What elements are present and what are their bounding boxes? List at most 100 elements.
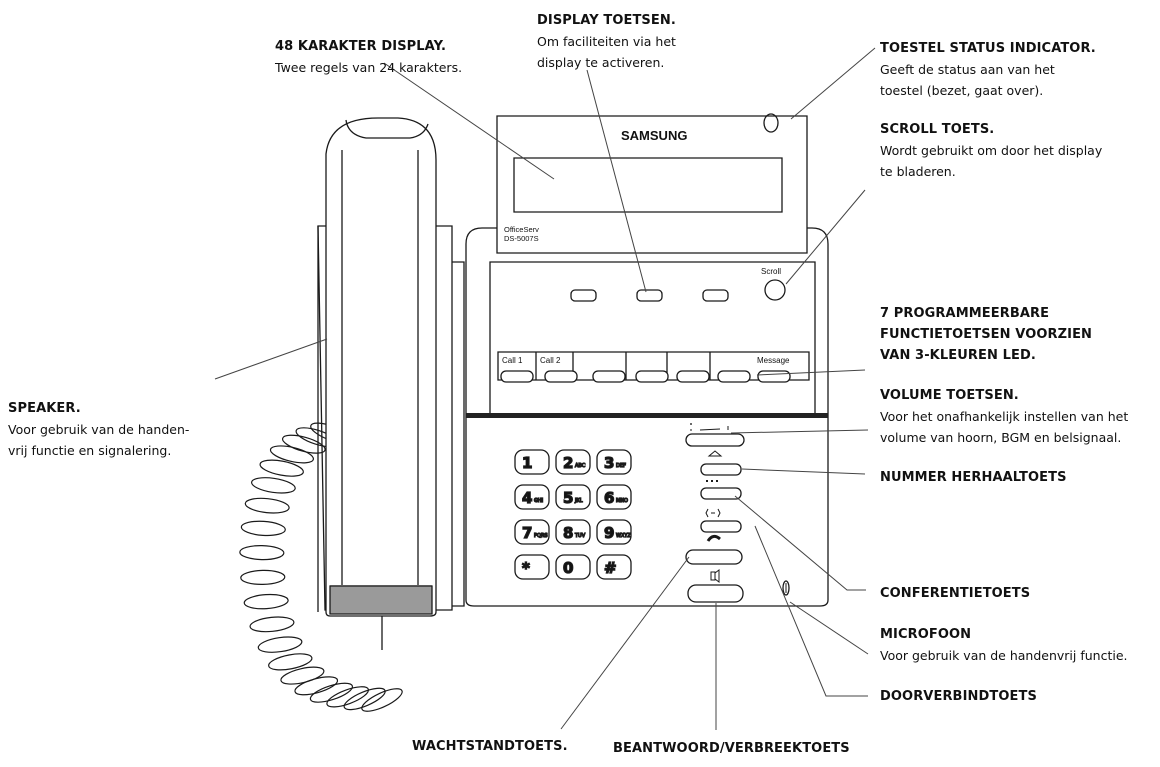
dial-key-3[interactable] [596,449,632,475]
brand-label: SAMSUNG [621,128,687,143]
hold-key [685,549,743,565]
callout-programmable-line-3: VAN 3-KLEUREN LED. [880,348,1036,363]
callout-display-keys-desc-1: Om faciliteiten via het [537,34,676,49]
dial-key-9[interactable] [596,519,632,545]
scroll-key-label: Scroll [761,267,781,276]
function-key-label-7: Message [757,356,790,365]
callout-display-keys-title: DISPLAY TOETSEN. [537,13,676,28]
dial-key-8[interactable] [555,519,591,545]
dial-key-0-digit: 0 [563,559,573,577]
callout-transfer-title: DOORVERBINDTOETS [880,689,1037,704]
dial-key-7[interactable] [514,519,550,545]
function-key-1[interactable] [500,370,534,383]
dial-key-7-letters: PQRS [534,533,548,539]
callout-speaker-title: SPEAKER. [8,401,81,416]
callout-display-keys-desc-2: display te activeren. [537,55,665,70]
callout-display-desc: Twee regels van 24 karakters. [275,60,463,75]
lcd-screen [513,157,783,213]
callout-status: TOESTEL STATUS INDICATOR. Geeft de statu… [880,38,1096,101]
dial-key-6[interactable] [596,484,632,510]
transfer-key [700,520,742,533]
callout-status-title: TOESTEL STATUS INDICATOR. [880,41,1096,56]
callout-scroll-title: SCROLL TOETS. [880,122,995,137]
volume-key [685,433,745,447]
dial-key-4-letters: GHI [534,498,543,504]
function-key-strip [497,351,810,381]
callout-display-keys: DISPLAY TOETSEN. Om faciliteiten via het… [537,10,676,73]
function-key-3[interactable] [592,370,626,383]
display-key-2 [636,289,663,302]
dial-key-1[interactable] [514,449,550,475]
callout-speaker-desc-1: Voor gebruik van de handen- [8,422,190,437]
callout-answer-title: BEANTWOORD/VERBREEKTOETS [613,741,850,756]
function-key-2[interactable] [544,370,578,383]
conference-key [700,487,742,500]
dial-key-*[interactable] [514,554,550,580]
dial-key-7-digit: 7 [522,524,532,542]
dial-key-3-digit: 3 [604,454,614,472]
callout-volume-desc-2: volume van hoorn, BGM en belsignaal. [880,430,1122,445]
model-label-2: DS-5007S [504,234,539,243]
function-key-label-2: Call 2 [540,356,561,365]
callout-scroll: SCROLL TOETS. Wordt gebruikt om door het… [880,119,1102,182]
dial-key-1-digit: 1 [522,454,532,472]
callout-microphone-desc: Voor gebruik van de handenvrij functie. [880,648,1128,663]
redial-key [700,463,742,476]
callout-redial: NUMMER HERHAALTOETS [880,467,1067,488]
dial-key-5-letters: JKL [574,498,583,504]
function-key-4[interactable] [635,370,669,383]
function-key-6[interactable] [717,370,751,383]
callout-hold-title: WACHTSTANDTOETS. [412,739,568,754]
phone-body [465,227,829,607]
dial-key-4-digit: 4 [522,489,532,507]
scroll-key [764,279,786,301]
dial-key-6-digit: 6 [604,489,614,507]
dial-key-9-digit: 9 [604,524,614,542]
model-label-1: OfficeServ [504,225,539,234]
leader-lines [214,47,876,730]
function-key-7[interactable] [757,370,791,383]
callout-volume-desc-1: Voor het onafhankelijk instellen van het [880,409,1129,424]
dial-key-2[interactable] [555,449,591,475]
callout-volume-title: VOLUME TOETSEN. [880,388,1019,403]
callout-programmable-line-2: FUNCTIETOETSEN VOORZIEN [880,327,1093,342]
callout-transfer: DOORVERBINDTOETS [880,686,1037,707]
callout-display: 48 KARAKTER DISPLAY. Twee regels van 24 … [275,36,462,78]
dial-key-2-digit: 2 [563,454,573,472]
handset [325,117,437,617]
callout-volume: VOLUME TOETSEN. Voor het onafhankelijk i… [880,385,1128,448]
dial-key-#-digit: # [604,559,617,577]
callout-conference-title: CONFERENTIETOETS [880,586,1031,601]
dial-key-6-letters: MNO [616,498,628,504]
status-led [763,113,779,133]
display-housing [496,113,808,254]
dial-key-8-letters: TUV [574,533,586,539]
dial-key-4[interactable] [514,484,550,510]
callout-scroll-desc-2: te bladeren. [880,164,956,179]
dial-key-5[interactable] [555,484,591,510]
dial-key-8-digit: 8 [563,524,573,542]
dial-key-0[interactable] [555,554,591,580]
callout-conference: CONFERENTIETOETS [880,583,1030,604]
callout-microphone-title: MICROFOON [880,627,972,642]
function-key-label-1: Call 1 [502,356,523,365]
dial-key-2-letters: ABC [575,463,586,469]
display-key-3 [702,289,729,302]
callout-answer: BEANTWOORD/VERBREEKTOETS [613,738,850,759]
callout-hold: WACHTSTANDTOETS. [412,736,568,757]
speaker-key [687,584,744,603]
function-key-5[interactable] [676,370,710,383]
callout-display-title: 48 KARAKTER DISPLAY. [275,39,446,54]
callout-programmable-line-1: 7 PROGRAMMEERBARE [880,306,1050,321]
dial-key-3-letters: DEF [616,463,626,469]
microphone [782,580,790,596]
callout-programmable: 7 PROGRAMMEERBARE FUNCTIETOETSEN VOORZIE… [880,303,1092,366]
callout-speaker-desc-2: vrij functie en signalering. [8,443,172,458]
callout-status-desc-1: Geeft de status aan van het [880,62,1055,77]
dial-key-#[interactable] [596,554,632,580]
callout-speaker: SPEAKER. Voor gebruik van de handen- vri… [8,398,189,461]
dial-key-5-digit: 5 [563,489,573,507]
callout-redial-title: NUMMER HERHAALTOETS [880,470,1067,485]
display-key-1 [570,289,597,302]
